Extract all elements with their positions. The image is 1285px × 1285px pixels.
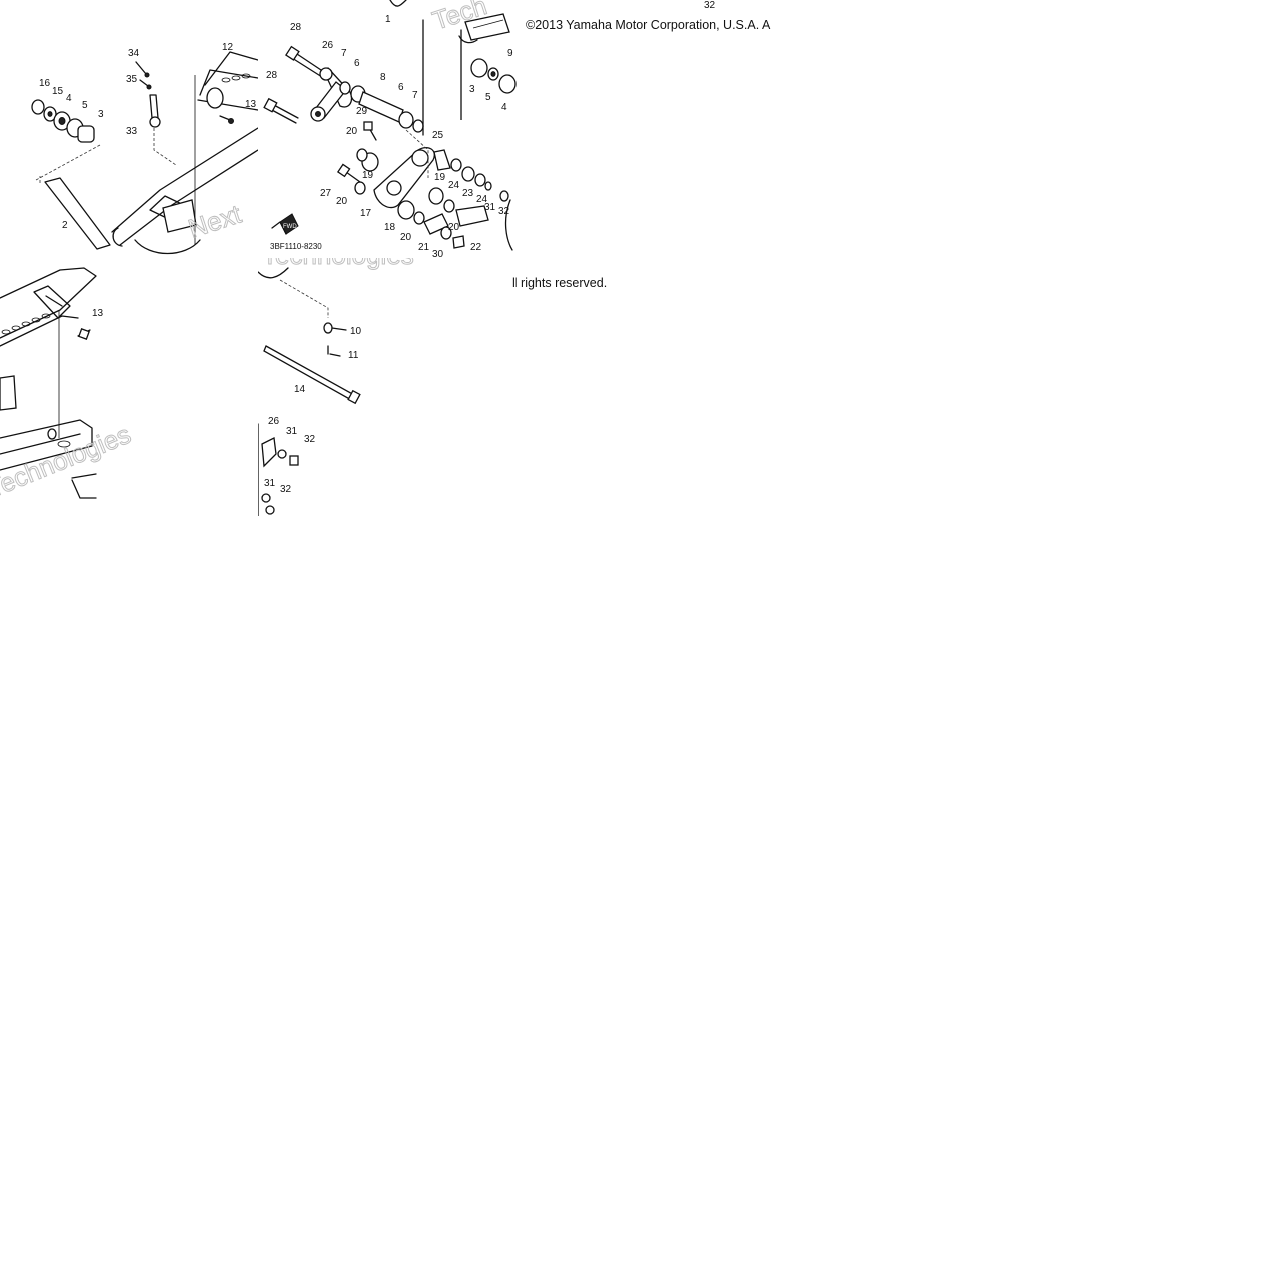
svg-text:20: 20 (346, 126, 358, 137)
callout-label: 32 (280, 484, 292, 495)
callout-label: 14 (294, 384, 306, 395)
svg-text:21: 21 (418, 242, 430, 253)
svg-text:28: 28 (290, 22, 302, 33)
svg-text:26: 26 (322, 40, 334, 51)
shock-mount-drawing: 9 3 5 4 32 (516, 0, 716, 88)
svg-text:24: 24 (476, 194, 488, 205)
svg-text:29: 29 (356, 106, 368, 117)
callout-labels: 34 35 33 16 15 4 5 3 12 13 2 (39, 42, 257, 231)
callout-label: 31 (264, 478, 276, 489)
callout-label: 31 (286, 426, 298, 437)
svg-text:17: 17 (360, 208, 372, 219)
shock-mount-overlay (458, 13, 516, 120)
svg-text:1: 1 (385, 14, 391, 25)
svg-text:28: 28 (266, 70, 278, 81)
svg-text:20: 20 (400, 232, 412, 243)
svg-text:8: 8 (380, 72, 386, 83)
svg-text:6: 6 (398, 82, 404, 93)
svg-text:31: 31 (484, 202, 496, 213)
copyright-text: ©2013 Yamaha Motor Corporation, U.S.A. A (526, 18, 771, 32)
callout-label: 10 (350, 326, 362, 337)
svg-text:12: 12 (222, 42, 234, 53)
svg-text:7: 7 (412, 90, 418, 101)
svg-text:2: 2 (62, 220, 68, 231)
svg-text:24: 24 (448, 180, 460, 191)
swingarm-lower-drawing: Technologies 13 (0, 267, 135, 504)
svg-text:16: 16 (39, 78, 51, 89)
svg-text:27: 27 (320, 188, 332, 199)
chain-guide-slots (221, 73, 251, 83)
diagram-tile-shock-mount: 9 3 5 4 32 (516, 0, 774, 258)
shock-rod-drawing: 10 11 14 26 31 32 31 32 Technologies (258, 258, 414, 516)
svg-text:FWD: FWD (283, 224, 297, 230)
svg-text:5: 5 (82, 100, 88, 111)
fwd-arrow (271, 213, 299, 235)
chain-guide-slots (1, 313, 51, 335)
svg-text:19: 19 (434, 172, 446, 183)
callout-labels: 28 26 7 6 8 6 7 28 29 20 19 27 20 17 25 … (266, 14, 510, 258)
svg-text:6: 6 (354, 58, 360, 69)
pivot-bushing-group (31, 99, 95, 143)
svg-text:33: 33 (126, 126, 138, 137)
pivot-shaft (44, 177, 111, 250)
svg-text:23: 23 (462, 188, 474, 199)
shock-rod (263, 345, 357, 402)
svg-text:15: 15 (52, 86, 64, 97)
svg-text:35: 35 (126, 74, 138, 85)
swingarm-pivot-drawing: Next 34 35 33 16 15 4 5 3 12 13 2 (31, 42, 258, 255)
watermark-text: Technologies (0, 419, 135, 504)
watermark-text: Technologies (262, 258, 414, 270)
fwd-label-overlay: FWD (283, 224, 297, 230)
svg-text:34: 34 (128, 48, 140, 59)
svg-text:7: 7 (341, 48, 347, 59)
callout-label: 13 (92, 308, 104, 319)
svg-text:20: 20 (336, 196, 348, 207)
rights-text: ll rights reserved. (512, 276, 608, 290)
svg-text:3: 3 (98, 109, 104, 120)
diagram-tile-swingarm-pivot: Next 34 35 33 16 15 4 5 3 12 13 2 (0, 0, 258, 258)
diagram-tile-swingarm-lower: Technologies 13 (0, 258, 258, 516)
svg-text:18: 18 (384, 222, 396, 233)
svg-text:32: 32 (498, 206, 510, 217)
svg-text:4: 4 (66, 93, 72, 104)
watermark-text: Next (185, 198, 246, 243)
callout-label: 26 (268, 416, 280, 427)
svg-text:19: 19 (362, 170, 374, 181)
svg-text:13: 13 (245, 99, 257, 110)
svg-text:30: 30 (432, 249, 444, 258)
diagram-tile-shock-rod: 10 11 14 26 31 32 31 32 Technologies (258, 258, 516, 516)
drawing-code: 3BF1110-8230 (270, 242, 322, 251)
svg-text:25: 25 (432, 130, 444, 141)
callout-label: 32 (704, 0, 716, 11)
callout-label: 11 (348, 350, 359, 361)
svg-text:20: 20 (448, 222, 460, 233)
callout-label: 32 (304, 434, 316, 445)
svg-text:22: 22 (470, 242, 482, 253)
